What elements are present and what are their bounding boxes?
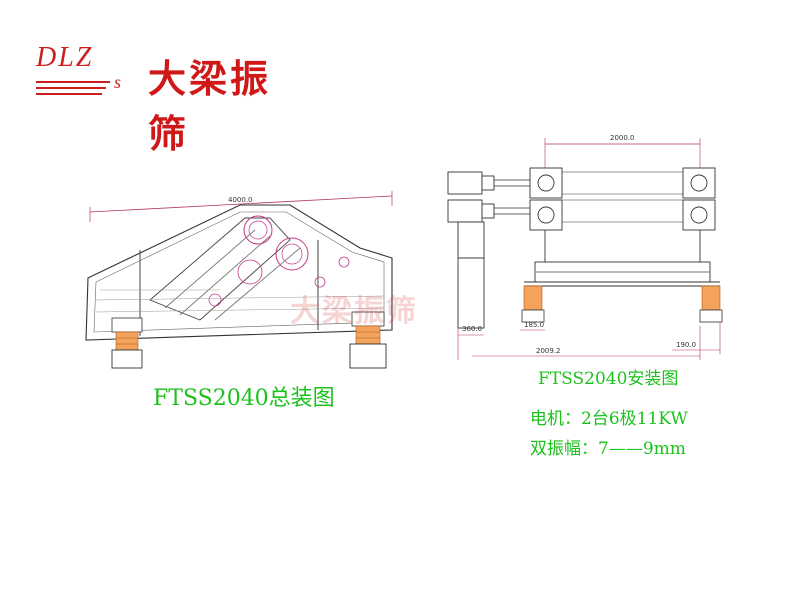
side-plates (149, 217, 301, 321)
amplitude-spec: 双振幅：7——9mm (530, 439, 686, 459)
drive-shafts (494, 171, 700, 223)
exciter-circles (208, 215, 350, 307)
vibration-motors (447, 171, 495, 329)
width-dimension-label: 2000.0 (610, 134, 635, 142)
screen-box (524, 230, 720, 287)
general-assembly-drawing: 4000.0 (85, 191, 393, 369)
left-support (111, 317, 143, 369)
logo-letters: DLZ (36, 42, 94, 73)
watermark: 大梁振筛 (290, 294, 418, 329)
overall-length-label: 4000.0 (228, 196, 253, 204)
installation-caption: FTSS2040安装图 (538, 369, 679, 389)
logo-stripes (36, 81, 110, 95)
motor-spec: 电机：2台6极11KW (530, 409, 688, 429)
left-offset-label: 360.0 (462, 325, 482, 333)
exciter-housings (529, 167, 716, 231)
company-logo: DLZ s 大梁振筛 (36, 42, 306, 156)
installation-drawing: 2000.0 (447, 134, 723, 360)
logo-sub-letter: s (114, 72, 122, 92)
base-span-label: 2009.2 (536, 347, 561, 355)
logo-company-name: 大梁振筛 (148, 57, 272, 156)
overall-length-dimension: 4000.0 (89, 191, 393, 222)
bottom-dimensions (457, 322, 721, 360)
frame-ribs (95, 289, 385, 313)
support-springs (521, 285, 723, 323)
right-offset-label: 190.0 (676, 341, 696, 349)
mid-offset-label: 185.0 (524, 321, 544, 329)
general-assembly-caption: FTSS2040总装图 (153, 386, 335, 411)
width-dimension: 2000.0 (544, 134, 701, 172)
right-support (349, 311, 387, 369)
